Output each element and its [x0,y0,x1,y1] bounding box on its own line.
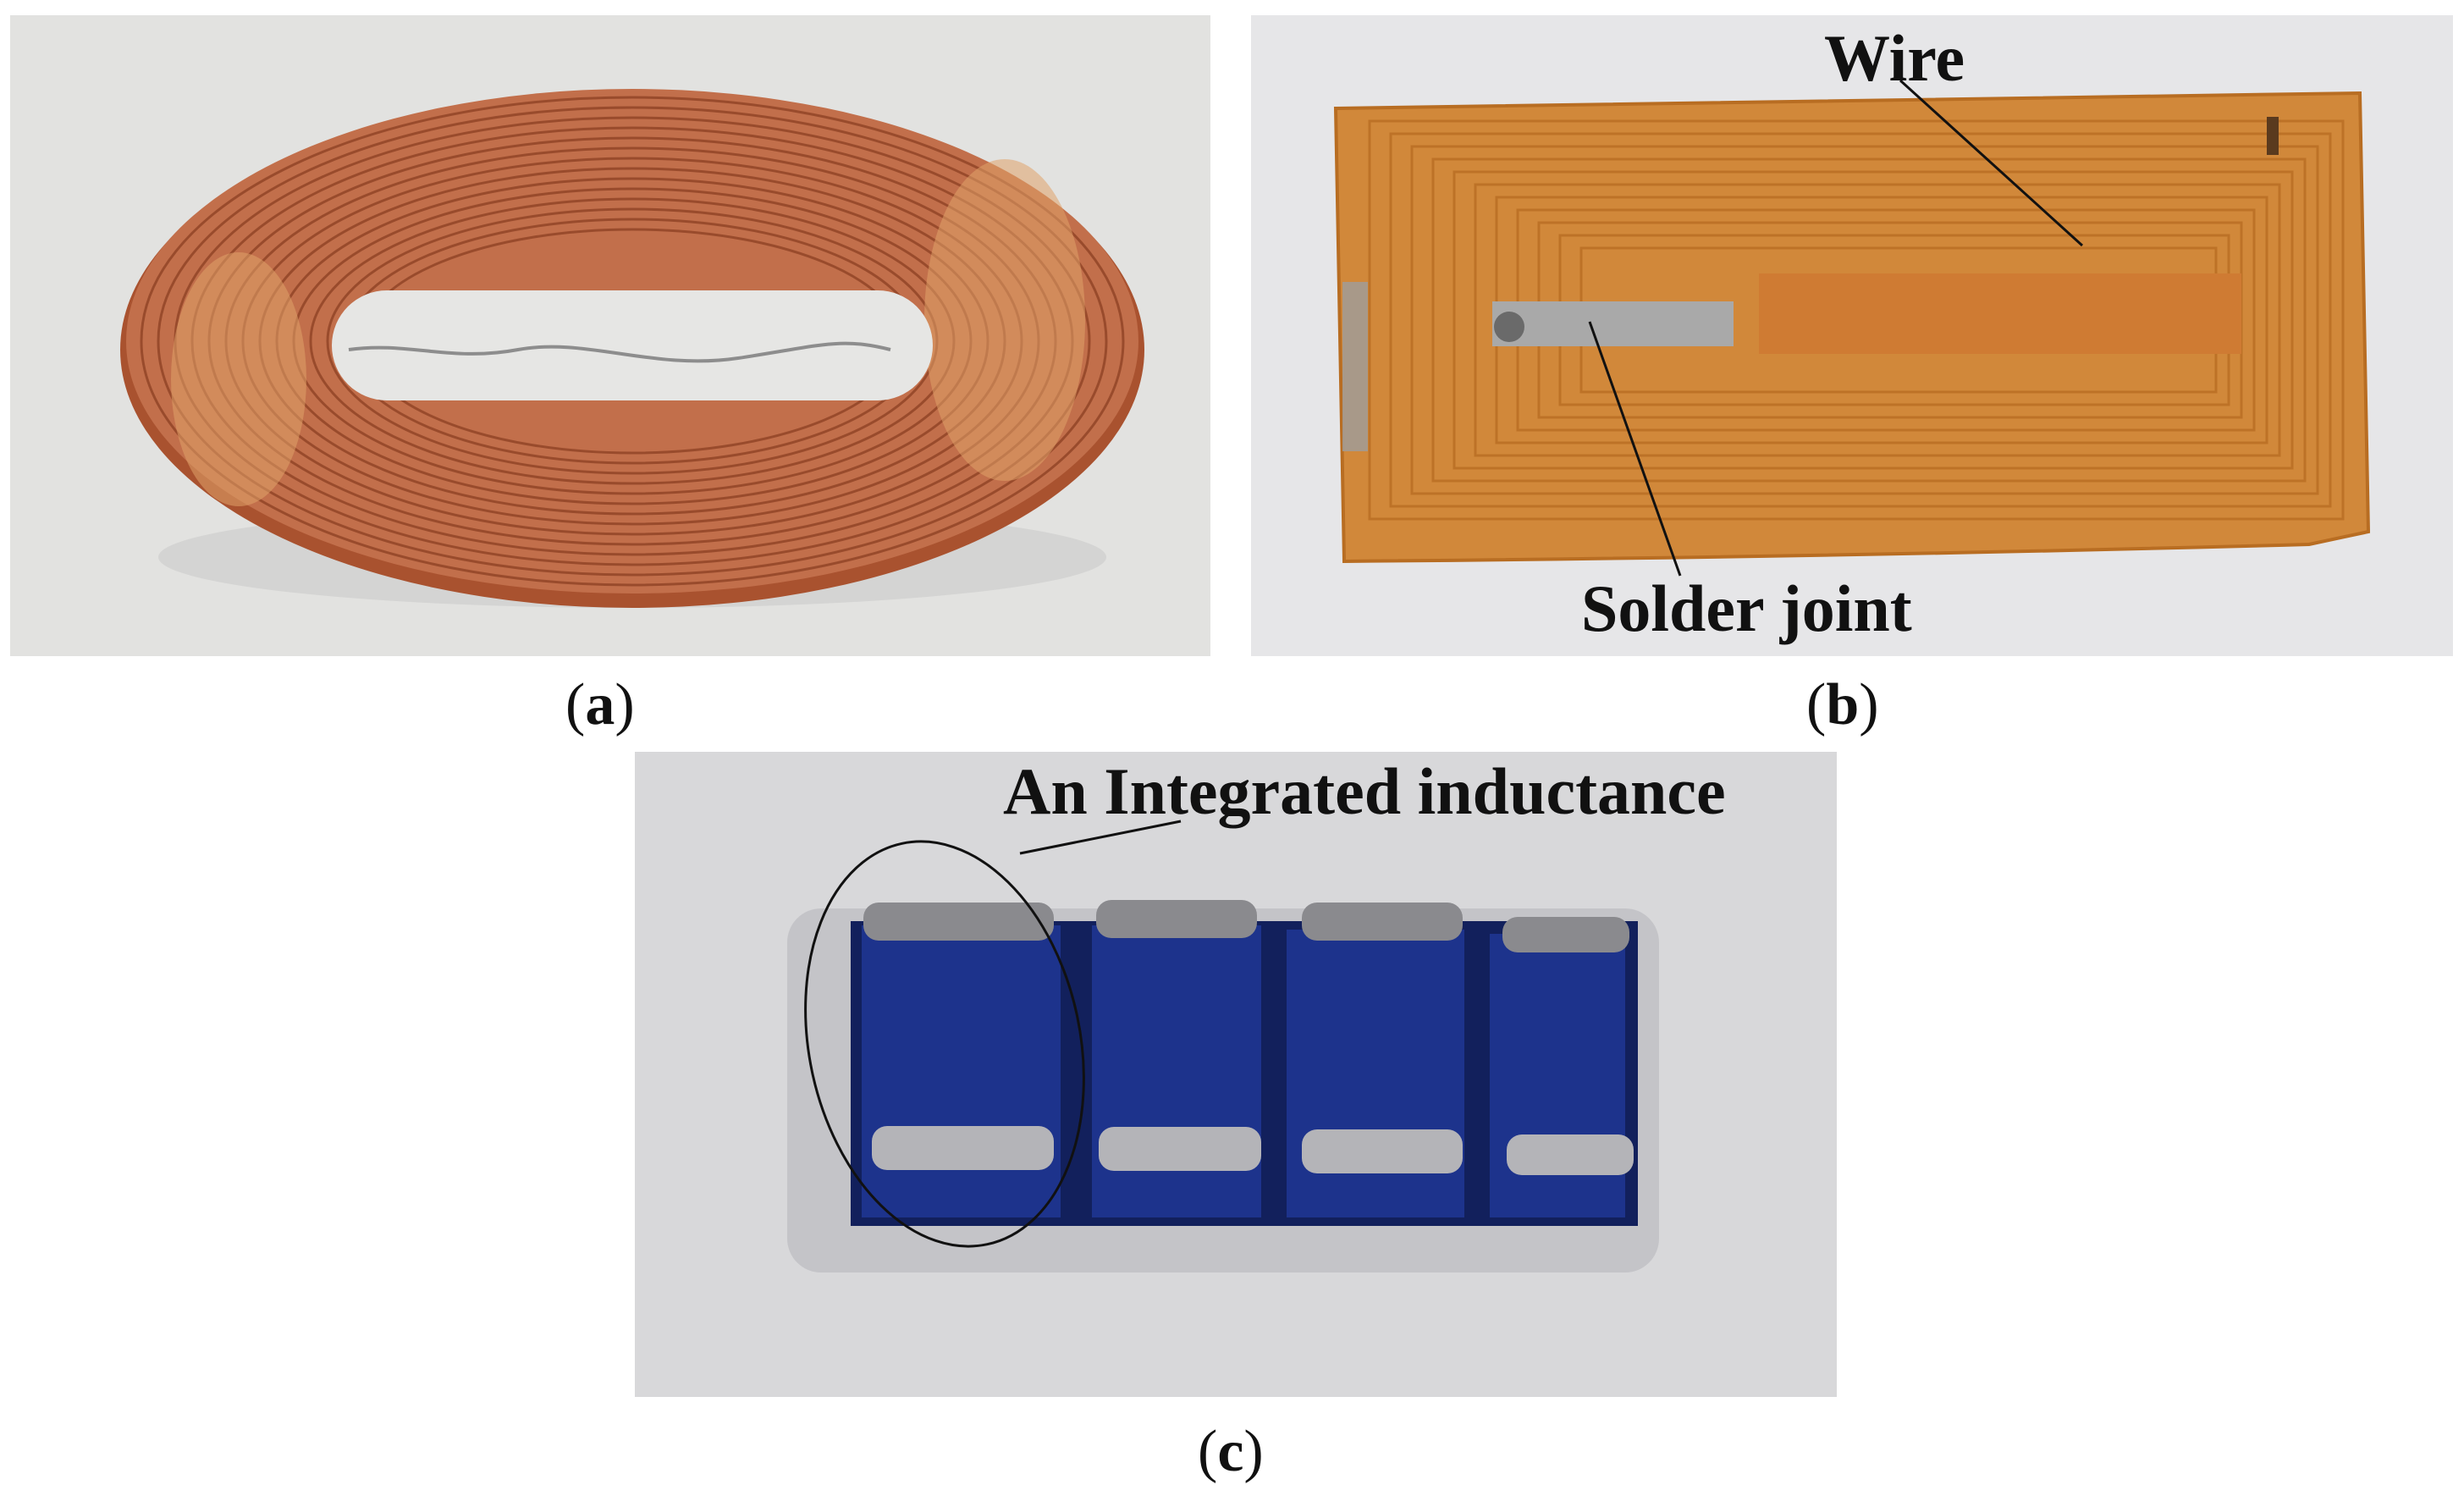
wire-label: Wire [1824,21,1965,95]
caption-c-close: ) [1243,1419,1264,1484]
caption-a-close: ) [615,672,635,737]
caption-b-close: ) [1859,672,1879,737]
copper-coil-image [10,15,1210,656]
caption-b-open: ( [1806,672,1827,737]
integrated-inductors-image [635,752,1837,1397]
caption-c: (c) [1198,1422,1264,1482]
caption-a-letter: a [585,672,615,737]
caption-a: (a) [565,676,635,735]
integrated-inductance-label: An Integrated inductance [1003,754,1726,828]
panel-b-flexible-pcb-photo [1251,15,2453,656]
panel-c-integrated-inductors-photo [635,752,1837,1397]
panel-a-copper-coil-photo [10,15,1210,656]
caption-b-letter: b [1826,672,1860,737]
caption-c-open: ( [1198,1419,1218,1484]
caption-b: (b) [1806,676,1879,735]
solder-joint-label: Solder joint [1581,571,1912,645]
caption-c-letter: c [1217,1419,1244,1484]
caption-a-open: ( [565,672,586,737]
flexible-pcb-image [1251,15,2453,656]
